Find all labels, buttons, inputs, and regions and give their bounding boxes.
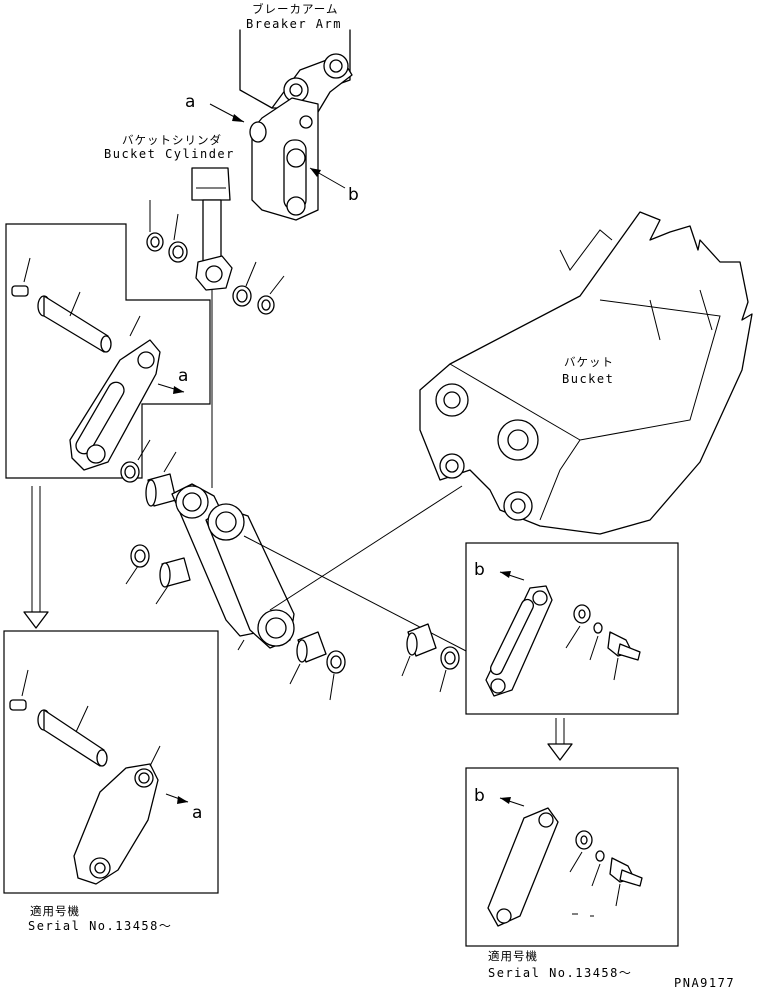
bucket-cylinder [191,167,233,488]
arrow-callout-icon [500,797,511,804]
drawing-code: PNA9177 [674,976,735,987]
serial-label-left: Serial No.13458～ [28,919,172,933]
bucket-cylinder-label: Bucket Cylinder [104,147,235,161]
serial-label-right: Serial No.13458～ [488,966,632,980]
breaker-arm-jp-label: ブレーカアーム [252,2,338,16]
arrow-down-icon [23,486,49,629]
arrow-callout-icon [177,796,188,804]
callout-b-inset-bottom: b [474,786,485,806]
arrow-down-icon [547,718,573,761]
bushings-left [120,439,191,605]
callout-b-top: b [348,185,359,205]
serial-jp-label-right: 適用号機 [488,949,538,963]
bucket-jp-label: バケット [564,355,614,369]
callout-a-inset-bottom: a [192,803,202,823]
callout-a-top: a [185,92,195,112]
serial-jp-label-left: 適用号機 [30,904,80,918]
pin-assembly-bottom-left [9,669,161,885]
inset-box-right-top [465,542,679,715]
retainer-plate-right-top [485,585,641,697]
bushings-center [289,623,460,701]
breaker-arm [239,29,353,221]
callout-b-inset-top: b [474,560,485,580]
pin-assembly-top-left [11,257,161,471]
link-assembly [171,483,469,653]
arrow-callout-icon [310,168,321,177]
retainer-plate-right-bottom [487,807,643,927]
washer-set-cylinder [146,200,285,315]
arrow-callout-icon [500,571,511,578]
bucket-label: Bucket [562,372,614,386]
callout-a-inset-top: a [178,366,188,386]
arrow-callout-icon [173,386,184,394]
arrow-callout-icon [232,114,244,122]
bucket-cylinder-jp-label: バケットシリンダ [122,133,222,147]
breaker-arm-label: Breaker Arm [246,17,342,31]
bucket [419,211,753,535]
